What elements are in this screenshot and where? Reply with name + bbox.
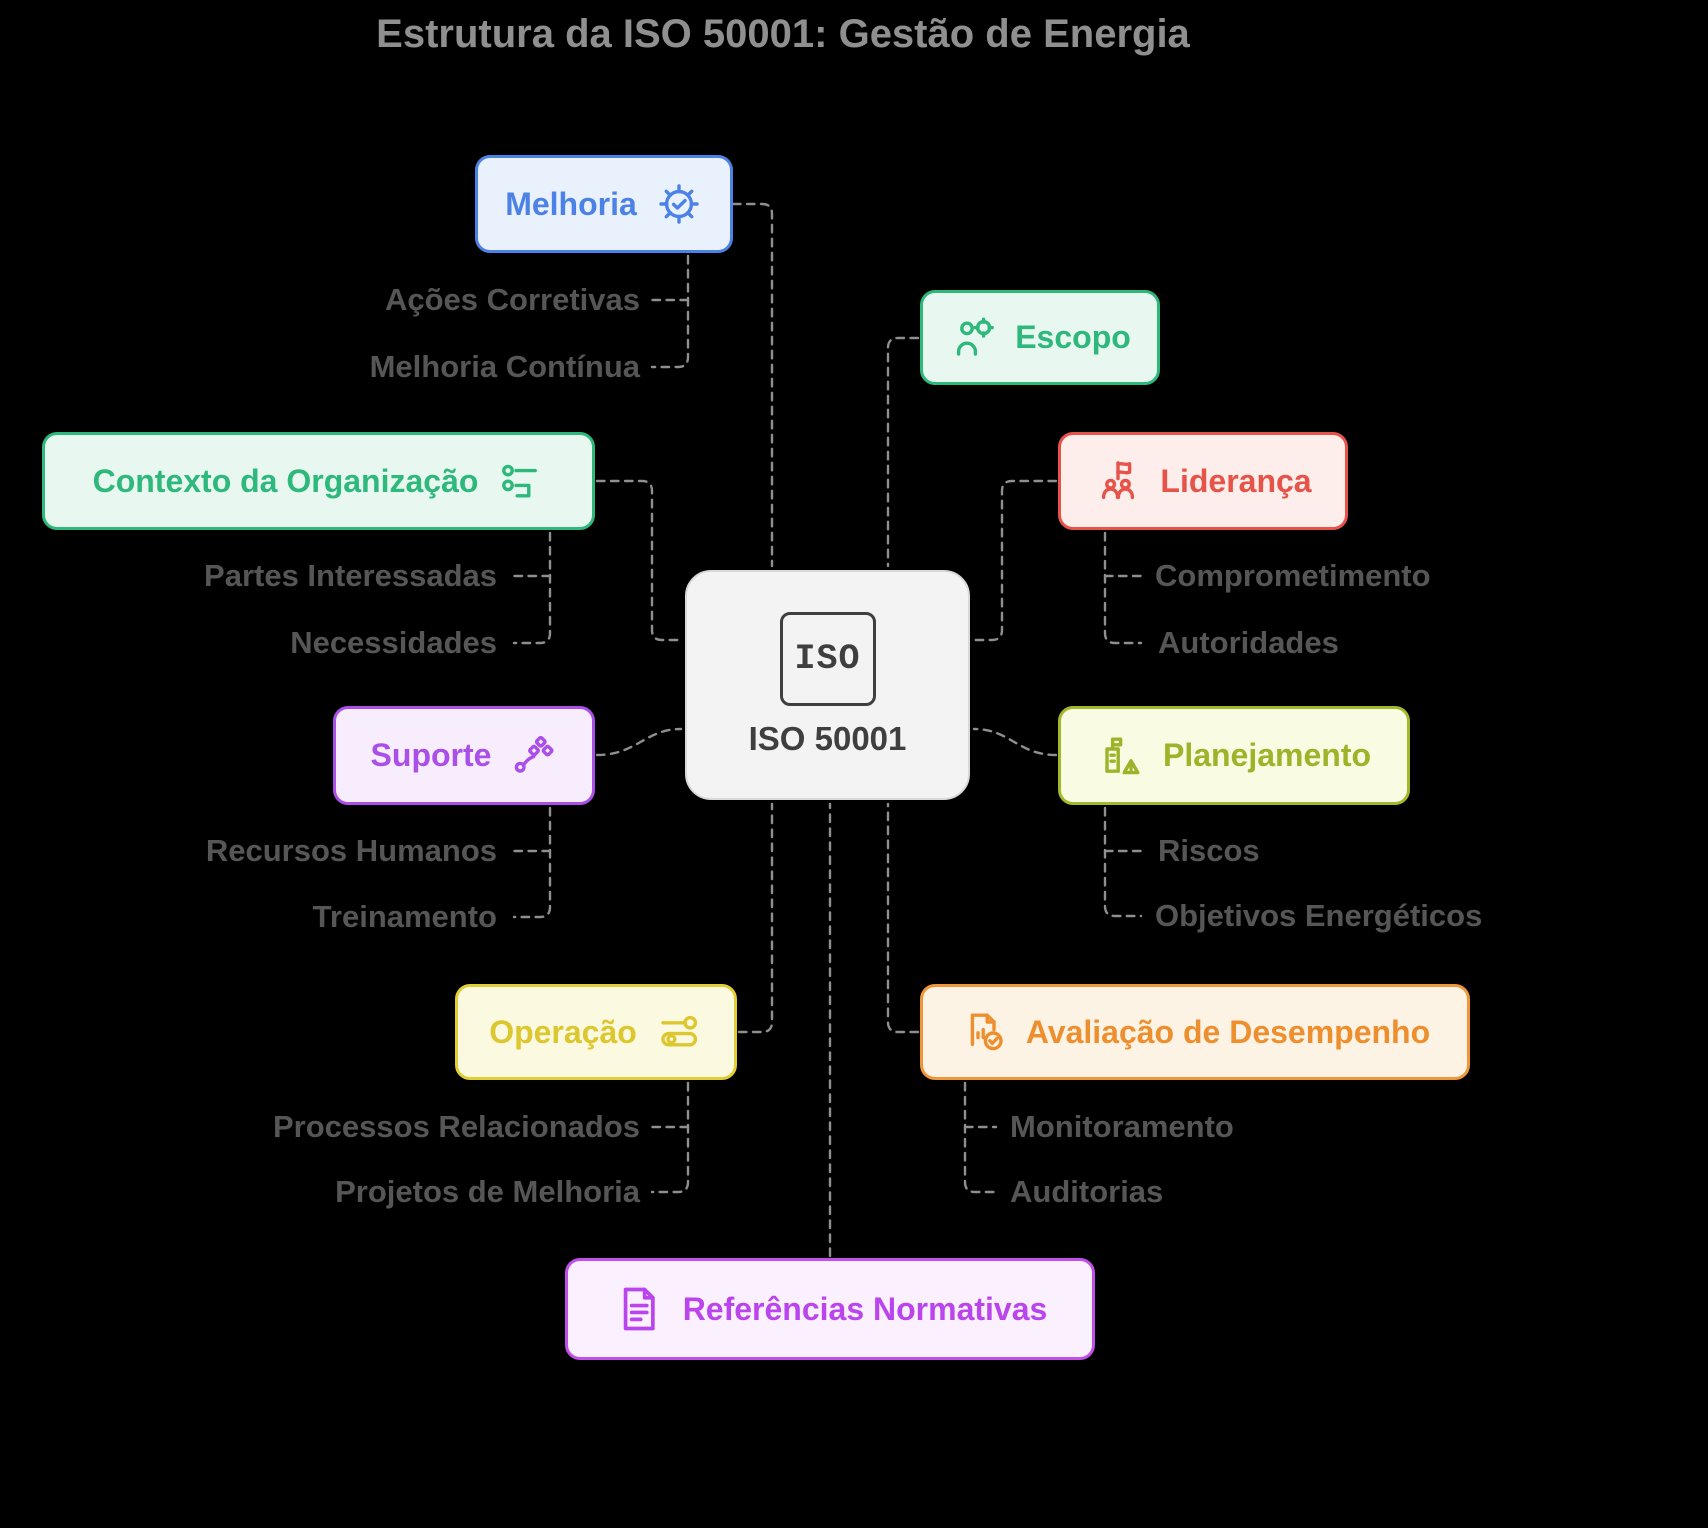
connector-operacao-center: [737, 802, 774, 1034]
flag-team-icon: [1094, 457, 1142, 505]
node-suporte: Suporte: [333, 706, 595, 805]
node-referencias-label: Referências Normativas: [682, 1290, 1048, 1327]
subitem-monitoramento: Monitoramento: [1010, 1109, 1234, 1144]
center-node-iso-50001: ISO ISO 50001: [685, 570, 970, 800]
connector-planejamento-center: [972, 727, 1058, 757]
gear-check-icon: [655, 180, 703, 228]
node-melhoria: Melhoria: [475, 155, 733, 253]
node-contexto-label: Contexto da Organização: [92, 462, 479, 499]
node-operacao-label: Operação: [489, 1013, 637, 1050]
subitem-projetos-de-melhoria: Projetos de Melhoria: [335, 1174, 640, 1209]
node-planejamento-label: Planejamento: [1162, 737, 1372, 773]
subitem-riscos: Riscos: [1158, 833, 1260, 868]
node-referencias: Referências Normativas: [565, 1258, 1095, 1360]
center-node-label: ISO 50001: [748, 720, 907, 757]
connector-avaliacao-center: [886, 802, 920, 1034]
connector-contexto-children: [512, 531, 552, 645]
connector-suporte-center: [595, 727, 683, 757]
toggle-sliders-icon: [655, 1008, 703, 1056]
iso-logo-text: ISO: [794, 639, 861, 679]
connector-escopo-center: [886, 336, 920, 568]
connector-suporte-children: [512, 806, 552, 919]
subitem-treinamento: Treinamento: [312, 899, 497, 934]
node-lideranca: Liderança: [1058, 432, 1348, 530]
subitem-necessidades: Necessidades: [290, 625, 497, 660]
connector-melhoria-center: [731, 202, 774, 568]
connector-melhoria-children: [650, 254, 690, 369]
node-melhoria-label: Melhoria: [505, 185, 637, 222]
diagram-title: Estrutura da ISO 50001: Gestão de Energi…: [376, 12, 1190, 56]
subitem-recursos-humanos: Recursos Humanos: [205, 833, 497, 868]
node-escopo-label: Escopo: [1015, 319, 1131, 355]
subitem-partes-interessadas: Partes Interessadas: [204, 558, 497, 593]
factory-warning-icon: [1097, 732, 1145, 780]
subitem-autoridades: Autoridades: [1158, 625, 1339, 660]
iso-logo: ISO: [779, 612, 876, 706]
node-contexto: Contexto da Organização: [42, 432, 595, 530]
org-structure-icon: [496, 457, 544, 505]
connector-lideranca-children: [1103, 531, 1143, 645]
node-avaliacao-label: Avaliação de Desempenho: [1025, 1013, 1431, 1050]
connector-planejamento-children: [1103, 806, 1143, 918]
connector-operacao-children: [650, 1081, 690, 1194]
subitem-melhoria-continua: Melhoria Contínua: [369, 349, 640, 384]
node-escopo: Escopo: [920, 290, 1160, 385]
connector-avaliacao-children: [963, 1081, 998, 1194]
subitem-auditorias: Auditorias: [1010, 1174, 1164, 1209]
connector-lideranca-center: [972, 479, 1058, 642]
node-planejamento: Planejamento: [1058, 706, 1410, 805]
report-check-icon: [960, 1008, 1008, 1056]
node-operacao: Operação: [455, 984, 737, 1080]
node-lideranca-label: Liderança: [1160, 462, 1312, 499]
node-suporte-label: Suporte: [370, 737, 492, 773]
node-avaliacao: Avaliação de Desempenho: [920, 984, 1470, 1080]
subitem-objetivos-energeticos: Objetivos Energéticos: [1155, 898, 1483, 933]
subitem-acoes-corretivas: Ações Corretivas: [384, 282, 640, 317]
document-lines-icon: [613, 1283, 665, 1335]
flow-nodes-icon: [509, 732, 557, 780]
person-target-icon: [949, 314, 997, 362]
subitem-processos-relacionados: Processos Relacionados: [273, 1109, 640, 1144]
connector-contexto-center: [595, 479, 683, 642]
subitem-comprometimento: Comprometimento: [1155, 558, 1431, 593]
